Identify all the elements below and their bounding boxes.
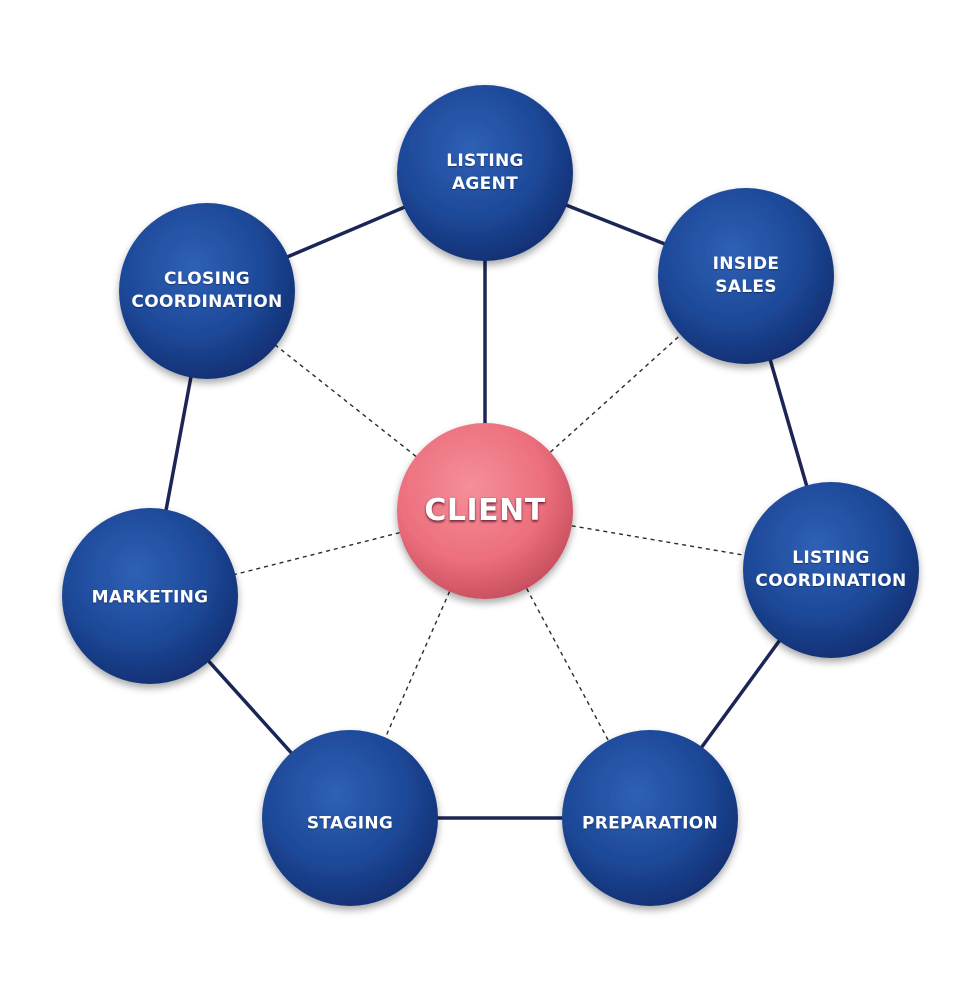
node-listing-agent (397, 85, 573, 261)
node-staging (262, 730, 438, 906)
node-inside-sales (658, 188, 834, 364)
node-listing-coordination (743, 482, 919, 658)
node-preparation (562, 730, 738, 906)
node-closing-coordination (119, 203, 295, 379)
node-marketing (62, 508, 238, 684)
node-client (397, 423, 573, 599)
